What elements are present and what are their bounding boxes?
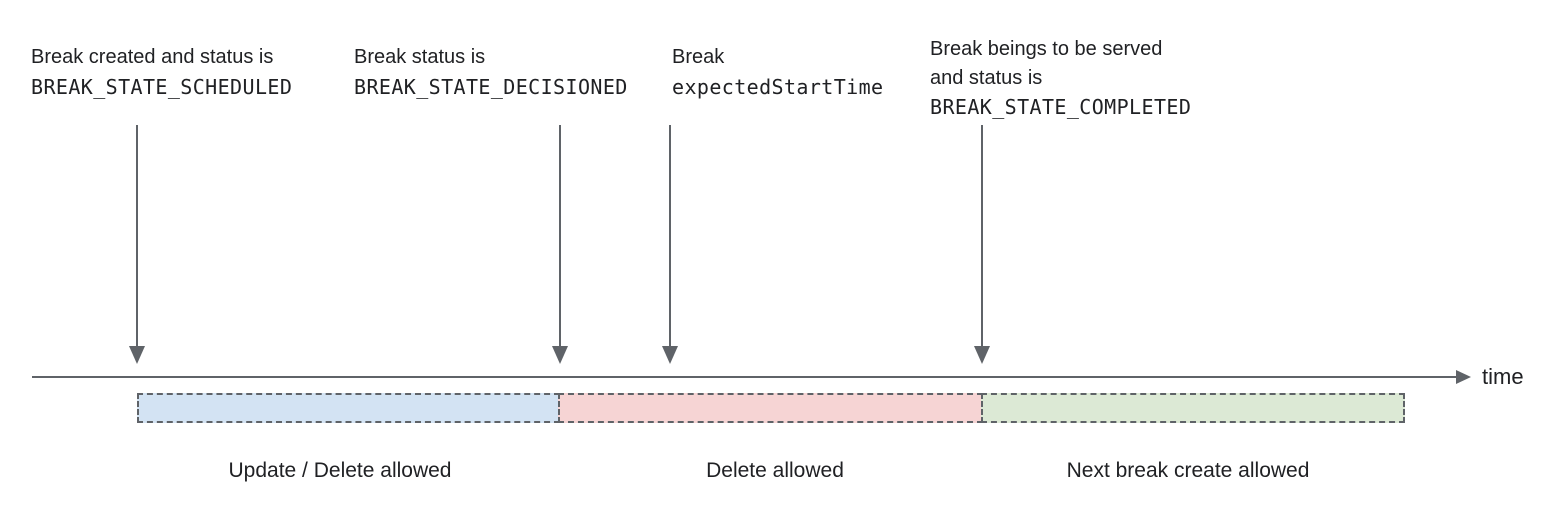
caption-next-break-create-allowed: Next break create allowed [1066, 459, 1310, 482]
annotation-code-break-state-completed: BREAK_STATE_COMPLETED [930, 95, 1192, 119]
segment-next-break-create-allowed [981, 393, 1405, 423]
down-arrow-icon-decisioned [552, 125, 568, 364]
arrow-head-icon [662, 346, 678, 364]
annotation-code-break-state-scheduled: BREAK_STATE_SCHEDULED [31, 75, 293, 99]
annotation-break-scheduled: Break created and status is BREAK_STATE_… [31, 42, 292, 102]
arrow-shaft [981, 125, 983, 346]
down-arrow-icon-expected-start [662, 125, 678, 364]
arrow-head-icon [974, 346, 990, 364]
segment-delete-allowed [558, 393, 983, 423]
time-axis-arrow-icon [1456, 370, 1471, 384]
arrow-head-icon [552, 346, 568, 364]
arrow-shaft [559, 125, 561, 346]
caption-update-delete-allowed: Update / Delete allowed [228, 459, 452, 482]
annotation-text: Break beings to be served [930, 38, 1163, 60]
period-bar [137, 393, 1405, 423]
annotation-text: Break [672, 46, 725, 68]
annotation-code-break-state-decisioned: BREAK_STATE_DECISIONED [354, 75, 628, 99]
annotation-expected-start-time: Break expectedStartTime [672, 42, 884, 102]
annotation-text: Break created and status is [31, 46, 274, 68]
caption-delete-allowed: Delete allowed [706, 459, 844, 482]
time-axis-line [32, 376, 1456, 378]
annotation-break-completed: Break beings to be served and status is … [930, 35, 1191, 122]
down-arrow-icon-scheduled [129, 125, 145, 364]
time-axis-label: time [1482, 364, 1524, 389]
segment-update-delete-allowed [137, 393, 560, 423]
arrow-shaft [136, 125, 138, 346]
arrow-head-icon [129, 346, 145, 364]
down-arrow-icon-completed [974, 125, 990, 364]
arrow-shaft [669, 125, 671, 346]
annotation-text: and status is [930, 67, 1043, 89]
annotation-break-decisioned: Break status is BREAK_STATE_DECISIONED [354, 42, 628, 102]
annotation-code-expected-start-time: expectedStartTime [672, 75, 884, 99]
annotation-text: Break status is [354, 46, 486, 68]
